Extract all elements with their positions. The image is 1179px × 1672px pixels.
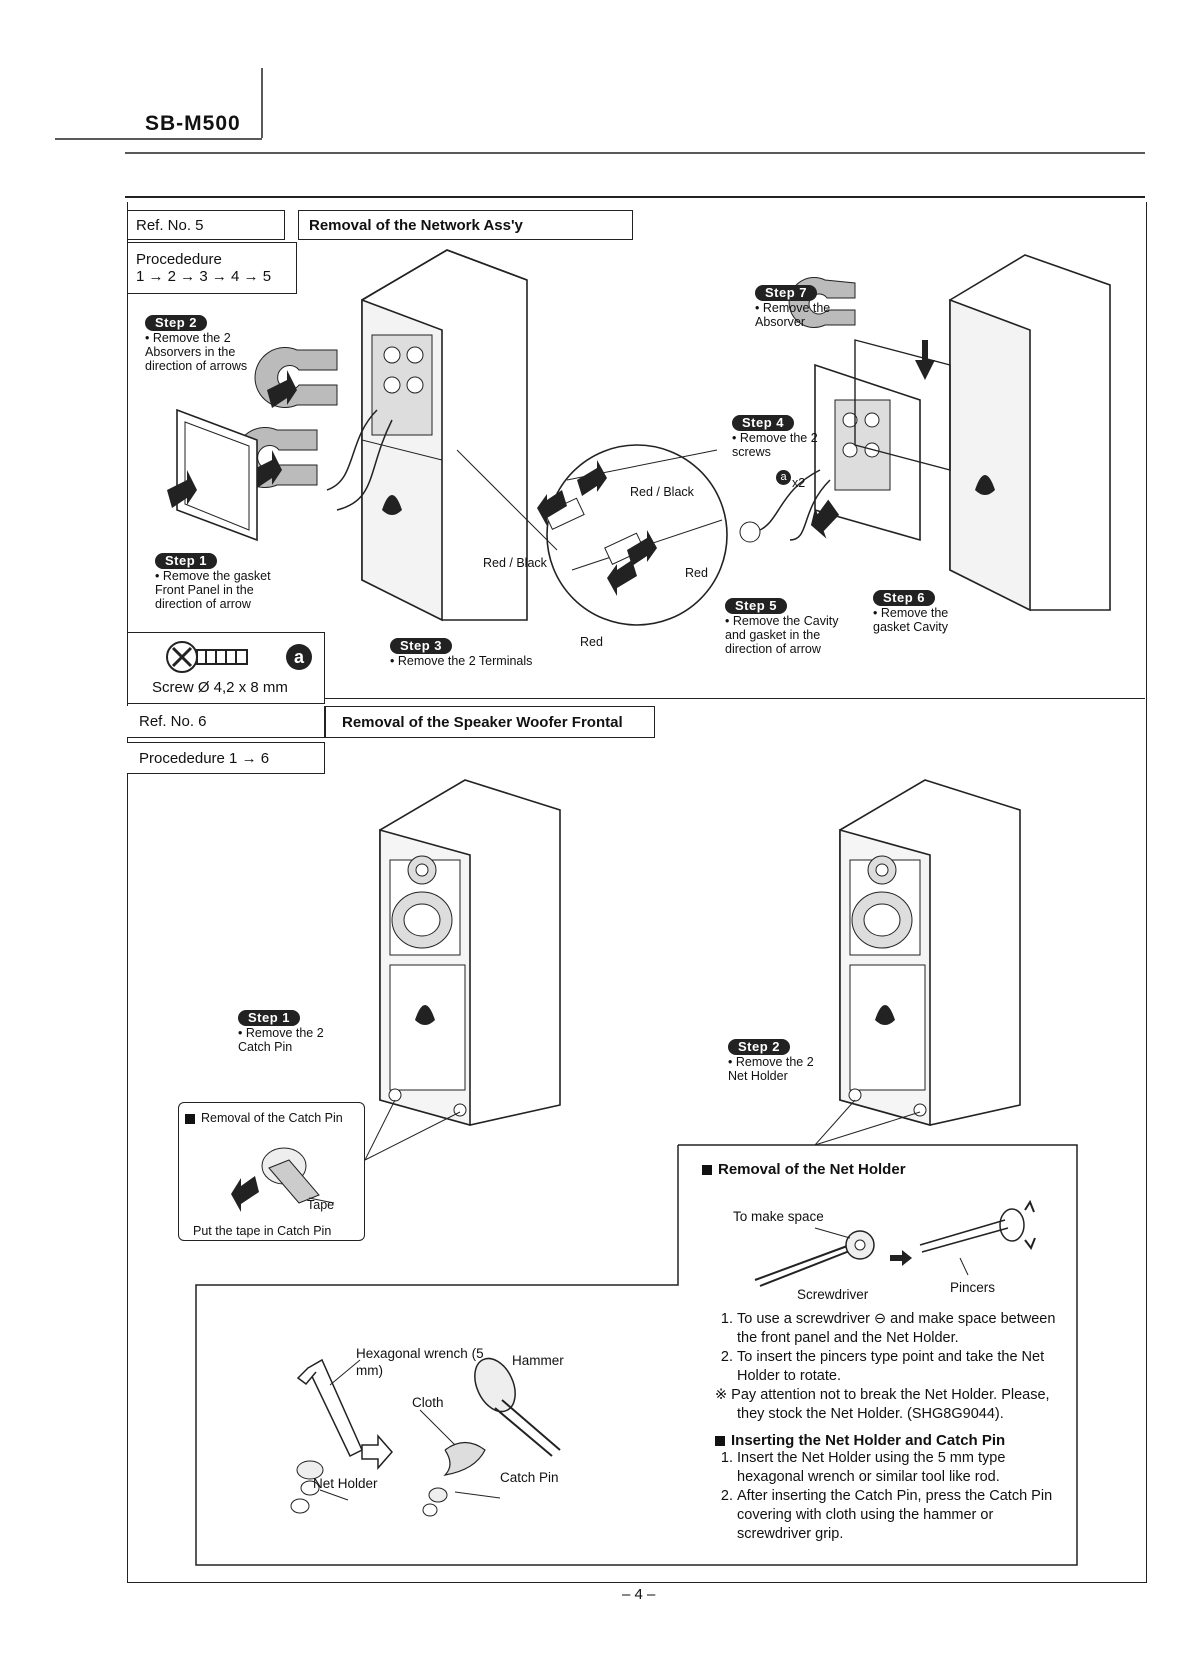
step-badge: Step 5 <box>725 598 788 614</box>
hammer-label: Hammer <box>512 1353 564 1368</box>
procedure-box-2: Procededure 1 → 6 <box>127 742 325 774</box>
step5-note: Step 5 • Remove the Cavity and gasket in… <box>725 598 855 656</box>
catch-pin-illustration <box>231 1147 335 1212</box>
cloth-label: Cloth <box>412 1395 444 1410</box>
step3-note: Step 3 • Remove the 2 Terminals <box>390 638 570 668</box>
screw-letter-a: a <box>286 644 312 670</box>
main-frame <box>127 202 1147 1583</box>
bullet-square <box>185 1113 195 1124</box>
procedure-label: Procededure <box>136 251 222 268</box>
step7-note: Step 7 • Remove the Absorver <box>755 285 855 329</box>
page-number: – 4 – <box>622 1586 656 1603</box>
screw-spec: Screw Ø 4,2 x 8 mm <box>152 679 288 696</box>
step-badge: Step 4 <box>732 415 795 431</box>
instruction-item: Insert the Net Holder using the 5 mm typ… <box>737 1449 1060 1487</box>
attention-note: ※ Pay attention not to break the Net Hol… <box>715 1387 1050 1422</box>
section2-title: Removal of the Speaker Woofer Frontal <box>325 706 655 738</box>
step6-note: Step 6 • Remove the gasket Cavity <box>873 590 983 634</box>
step-text: • Remove the gasket Cavity <box>873 606 949 634</box>
procedure-sequence: 1 → 2 → 3 → 4 → 5 <box>136 268 272 285</box>
ref-no-6: Ref. No. 6 <box>127 706 325 738</box>
step-text: • Remove the 2 Absorvers in the directio… <box>145 331 248 373</box>
screw-marker-a: a <box>776 470 791 485</box>
step-text: • Remove the 2 Terminals <box>390 654 533 668</box>
s2-step2-note: Step 2 • Remove the 2 Net Holder <box>728 1039 828 1083</box>
screw-spec-box: a Screw Ø 4,2 x 8 mm <box>127 632 325 704</box>
hex-wrench-label: Hexagonal wrench (5 mm) <box>356 1346 484 1378</box>
ref-no-5: Ref. No. 5 <box>127 210 285 240</box>
step-badge: Step 1 <box>238 1010 301 1026</box>
instruction-item: To insert the pincers type point and tak… <box>737 1348 1060 1386</box>
net-holder-label: Net Holder <box>313 1476 378 1491</box>
catch-pin-caption: Put the tape in Catch Pin <box>193 1224 332 1238</box>
step-text: • Remove the 2 Catch Pin <box>238 1026 324 1054</box>
step-text: • Remove the 2 Net Holder <box>728 1055 814 1083</box>
pincers-label: Pincers <box>950 1280 996 1295</box>
step1-note: Step 1 • Remove the gasket Front Panel i… <box>155 553 295 611</box>
tape-label: Tape <box>307 1198 335 1212</box>
catch-pin-label: Catch Pin <box>500 1470 559 1485</box>
catch-pin-title: Removal of the Catch Pin <box>185 1111 343 1125</box>
step-badge: Step 2 <box>145 315 208 331</box>
section1-divider <box>127 698 1145 699</box>
step2-note: Step 2 • Remove the 2 Absorvers in the d… <box>145 315 275 373</box>
step-badge: Step 3 <box>390 638 453 654</box>
to-make-space-label: To make space <box>733 1209 824 1224</box>
model-number: SB-M500 <box>145 112 241 135</box>
bullet-square <box>702 1165 712 1176</box>
net-holder-instructions: To use a screwdriver ⊖ and make space be… <box>715 1310 1060 1544</box>
net-holder-illustration <box>754 1200 1036 1287</box>
network-right-diagram <box>739 254 1111 612</box>
section1-title: Removal of the Network Ass'y <box>298 210 633 240</box>
speaker-left-front <box>379 779 561 1127</box>
net-holder-title: Removal of the Net Holder <box>702 1161 906 1178</box>
s2-step1-note: Step 1 • Remove the 2 Catch Pin <box>238 1010 348 1054</box>
step-badge: Step 6 <box>873 590 936 606</box>
step-text: • Remove the gasket Front Panel in the d… <box>155 569 271 611</box>
step-badge: Step 7 <box>755 285 818 301</box>
speaker-right-front <box>839 779 1021 1127</box>
step-text: • Remove the Cavity and gasket in the di… <box>725 614 839 656</box>
screw-icon <box>166 641 248 673</box>
screwdriver-label: Screwdriver <box>797 1287 869 1302</box>
label-red-black-1: Red / Black <box>630 485 694 499</box>
step-text: • Remove the Absorver <box>755 301 831 329</box>
procedure-box-1: Procededure 1 → 2 → 3 → 4 → 5 <box>127 242 297 294</box>
insert-title: Inserting the Net Holder and Catch Pin <box>715 1432 1060 1449</box>
label-red-2: Red <box>580 635 603 649</box>
tools-illustration <box>290 1357 561 1517</box>
instruction-item: After inserting the Catch Pin, press the… <box>737 1487 1060 1544</box>
header-rules <box>55 68 1145 198</box>
screw-count: x2 <box>792 476 806 490</box>
catch-pin-box: Removal of the Catch Pin Tape Put the ta… <box>178 1102 365 1241</box>
step4-note: Step 4 • Remove the 2 screws <box>732 415 827 459</box>
step-text: • Remove the 2 screws <box>732 431 818 459</box>
label-red-1: Red <box>685 566 708 580</box>
label-red-black-2: Red / Black <box>483 556 547 570</box>
step-badge: Step 2 <box>728 1039 791 1055</box>
instruction-item: To use a screwdriver ⊖ and make space be… <box>737 1310 1060 1348</box>
network-left-diagram <box>167 249 728 626</box>
step-badge: Step 1 <box>155 553 218 569</box>
bullet-square <box>715 1436 725 1447</box>
